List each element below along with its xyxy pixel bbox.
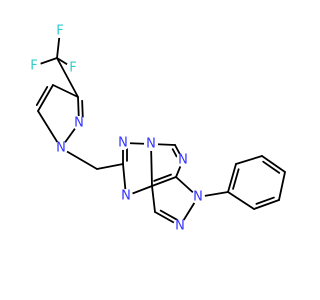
bond-Cx10-Cx11 [151,185,156,213]
svg-text:F: F [30,59,37,74]
bond-Cc3-Cc4 [52,84,79,98]
bond-Nx9-Cx10-double [159,209,180,222]
atom-nitrogen-pyrazole-2: N [72,116,86,131]
bond-Cc5-Np1 [37,110,62,149]
svg-text:F: F [69,61,76,76]
atom-fluorine-2: F [66,61,80,76]
atom-nitrogen-triazole-1: N [116,136,130,151]
atom-nitrogen-pyrazole-fused: N [173,219,187,234]
bond-Ph5-Ph6-double [255,196,275,205]
atom-layer: F F F N N N N N [27,24,205,234]
atom-nitrogen-pyrazole-1: N [54,141,68,156]
bond-CF3-Cc3 [56,57,79,98]
bond-Ph1-Ph2-double [232,168,240,190]
bond-Ph6-Ph1 [227,191,255,210]
bond-Ph5-Ph6 [253,199,280,210]
bond-Cx7-Cx11-double [153,173,172,182]
svg-text:N: N [121,189,131,204]
atom-nitrogen-pyrimidine: N [176,153,190,168]
bond-Cx11-Nt4 [150,143,153,187]
svg-text:N: N [56,141,66,156]
bond-Cc4-Cc5-double [35,86,49,107]
svg-text:N: N [146,137,156,152]
atom-nitrogen-triazole-bridge: N [144,137,158,152]
svg-text:F: F [56,24,63,39]
svg-text:N: N [175,219,185,234]
molecule-structure-diagram: F F F N N N N N [27,23,286,234]
svg-text:N: N [118,136,128,151]
bond-Ph1-Ph2 [227,163,237,193]
svg-text:N: N [178,153,188,168]
svg-text:N: N [193,190,203,205]
atom-fluorine-3: F [53,24,67,39]
atom-fluorine-1: F [27,59,41,74]
bond-Ph2-Ph3 [235,155,263,165]
bond-Cc4-Cc5 [37,84,54,112]
atom-nitrogen-pyrazole-phenyl: N [191,190,205,205]
bond-Ph3-Ph4 [261,155,286,173]
bond-Ph4-Ph5 [278,171,286,201]
bond-Ph3-Ph4-double [262,160,281,174]
svg-text:N: N [74,116,84,131]
bond-Np2-Cc3-double [81,99,84,120]
atom-nitrogen-triazole-2: N [119,189,133,204]
bond-CH2-Ct2 [96,163,124,170]
bond-Cx7-Cx11 [151,176,177,187]
